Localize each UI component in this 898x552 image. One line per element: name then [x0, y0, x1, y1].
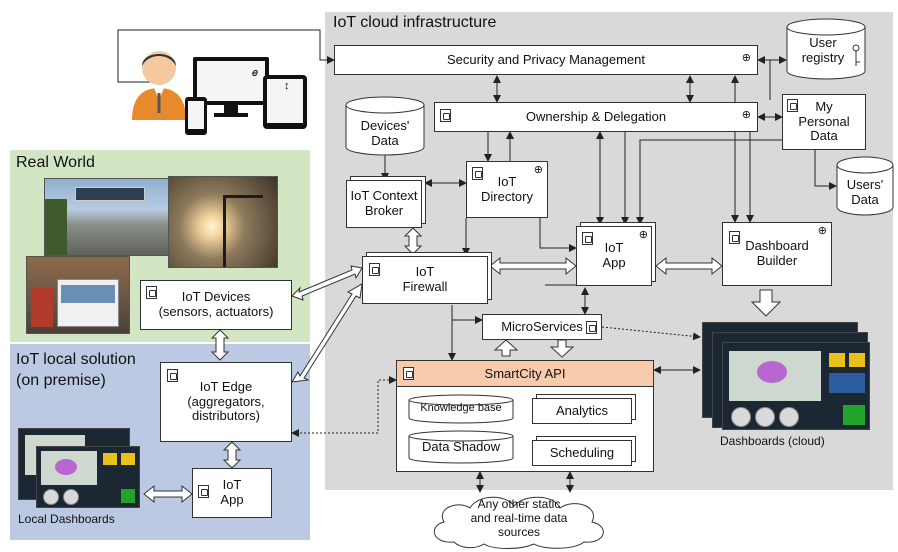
document-icon: [729, 231, 740, 244]
edge-smartcity-line: [291, 376, 397, 437]
security-privacy-label: Security and Privacy Management: [447, 51, 645, 67]
signature-icon: ⊕: [817, 225, 827, 237]
document-icon: [440, 109, 451, 122]
smartphone-icon: [185, 97, 207, 135]
iot-devices-box[interactable]: IoT Devices (sensors, actuators): [140, 280, 292, 330]
users-data-label: Users' Data: [846, 177, 884, 207]
local-dashboard-thumbnail: [36, 446, 140, 508]
signature-icon: ⊕: [638, 229, 648, 241]
smartcity-api-header: SmartCity API: [397, 361, 653, 387]
my-personal-data-label: My Personal Data: [798, 98, 850, 144]
ownership-delegation-label: Ownership & Delegation: [525, 108, 667, 124]
signature-icon: ⊕: [741, 52, 751, 64]
cloud-dashboard-thumbnail: [722, 342, 870, 430]
data-shadow-cylinder[interactable]: [408, 430, 514, 464]
iot-firewall-box[interactable]: IoT Firewall: [362, 256, 488, 304]
dashboard-builder-label: Dashboard Builder: [745, 238, 809, 268]
firewall-microservices-line: [451, 305, 483, 324]
iot-app-local-label: IoT App: [220, 477, 244, 507]
devices-data-label-wrap: Devices' Data: [345, 118, 425, 155]
users-data-cylinder[interactable]: [836, 156, 894, 216]
document-icon: [787, 99, 798, 112]
app-builder-arrow: [655, 256, 723, 276]
signature-icon: ⊕: [741, 109, 751, 121]
microservices-smartcity-arrow-down: [549, 339, 575, 358]
desktop-monitor-icon: 𝑒: [193, 57, 269, 117]
iot-edge-box[interactable]: IoT Edge (aggregators, distributors): [160, 362, 292, 442]
dashboard-builder-box[interactable]: Dashboard Builder ⊕: [722, 222, 832, 286]
document-icon: [582, 232, 593, 245]
document-icon: [472, 167, 483, 180]
knowledge-base-cylinder[interactable]: [408, 394, 514, 424]
microservices-label: MicroServices: [501, 318, 583, 334]
street-sign-photo: [44, 178, 176, 256]
user-avatar-icon: [132, 51, 186, 120]
broker-firewall-arrow: [403, 227, 423, 255]
ownership-delegation-box[interactable]: Ownership & Delegation ⊕: [434, 102, 758, 132]
my-personal-data-box[interactable]: My Personal Data: [782, 94, 866, 150]
dashboards-cloud-caption: Dashboards (cloud): [720, 434, 825, 448]
scheduling-label: Scheduling: [549, 444, 615, 460]
signature-icon: ⊕: [533, 164, 543, 176]
localdash-app-arrow: [143, 484, 193, 504]
firewall-app-arrow: [489, 256, 577, 276]
cloud-icon: [433, 496, 604, 549]
user-registry-cylinder[interactable]: [786, 18, 866, 80]
signature-icon: ↕: [284, 80, 290, 92]
tablet-icon: [263, 75, 307, 129]
iot-directory-label: IoT Directory: [480, 173, 533, 204]
iot-app-cloud-label: IoT App: [602, 240, 626, 270]
sunset-pole-photo: [168, 176, 278, 268]
document-icon: [167, 369, 178, 382]
microservices-box[interactable]: MicroServices: [482, 314, 602, 340]
personal-app-line: [636, 139, 782, 225]
user-registry-label: User registry: [801, 35, 845, 65]
scheduling-box[interactable]: Scheduling: [532, 440, 632, 466]
data-shadow-label: Data Shadow: [421, 439, 501, 454]
devices-data-label: Devices' Data: [360, 118, 410, 148]
security-privacy-box[interactable]: Security and Privacy Management ⊕: [334, 45, 758, 75]
document-icon: [586, 321, 597, 334]
real-world-title: Real World: [16, 154, 95, 171]
analytics-label: Analytics: [555, 402, 609, 418]
security-personal-line: [769, 59, 782, 100]
users-data-label-wrap: Users' Data: [836, 177, 894, 214]
data-shadow-label-wrap: Data Shadow: [408, 439, 514, 458]
microservices-dashboards-line: [601, 326, 701, 341]
iot-context-broker-box[interactable]: IoT Context Broker: [346, 180, 422, 228]
bus-photo: [26, 256, 130, 334]
local-dashboards-caption: Local Dashboards: [18, 512, 115, 526]
iot-devices-label: IoT Devices (sensors, actuators): [158, 289, 274, 319]
document-icon: [146, 286, 157, 299]
microservices-smartcity-arrow-up: [493, 339, 519, 357]
cloud-sources-text: Any other static and real-time data sour…: [470, 497, 568, 539]
iot-edge-label: IoT Edge (aggregators, distributors): [187, 378, 265, 424]
directory-app-line: [539, 218, 577, 252]
devices-edge-arrow: [210, 329, 230, 361]
key-icon: [852, 44, 860, 66]
iot-context-broker-label: IoT Context Broker: [350, 188, 418, 218]
document-icon: [369, 263, 380, 276]
document-icon: [198, 485, 209, 498]
iot-app-cloud-box[interactable]: IoT App ⊕: [576, 226, 652, 286]
devices-data-cylinder[interactable]: [345, 96, 425, 156]
analytics-box[interactable]: Analytics: [532, 398, 632, 424]
user-registry-label-wrap: User registry: [786, 35, 860, 76]
iot-app-local-box[interactable]: IoT App: [192, 468, 272, 518]
builder-dashboards-arrow: [750, 289, 782, 317]
iot-firewall-label: IoT Firewall: [402, 264, 448, 294]
iot-directory-box[interactable]: IoT Directory ⊕: [466, 161, 548, 218]
user-to-security-line: [117, 29, 335, 83]
knowledge-base-label-wrap: Knowledge base: [408, 402, 514, 420]
local-region-title: IoT local solution (on premise): [16, 351, 136, 389]
knowledge-base-label: Knowledge base: [420, 402, 502, 414]
smartcity-api-label: SmartCity API: [484, 366, 566, 381]
svg-text:𝑒: 𝑒: [252, 66, 258, 79]
edge-app-arrow: [222, 441, 242, 469]
document-icon: [403, 367, 414, 380]
cloud-region-title: IoT cloud infrastructure: [333, 14, 497, 31]
personal-usersdata-line: [814, 150, 837, 190]
